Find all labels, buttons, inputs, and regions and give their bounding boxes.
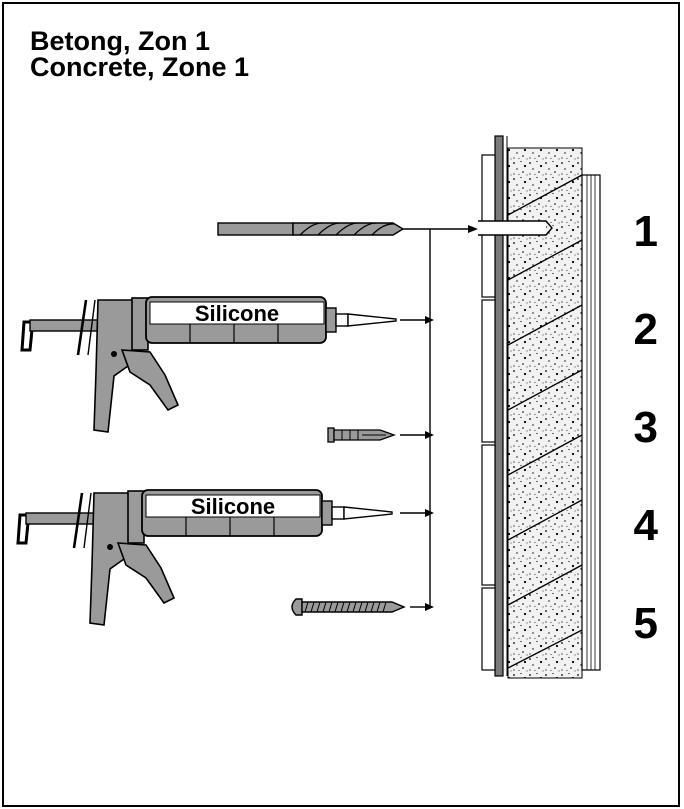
backing-board: [581, 174, 601, 671]
page-title: Betong, Zon 1 Concrete, Zone 1: [30, 26, 250, 82]
wall-plug-icon: [327, 427, 396, 443]
cartridge-label: Silicone: [195, 301, 279, 326]
membrane-layer: [494, 135, 508, 677]
drill-bit-icon: [217, 222, 405, 236]
silicone-gun-icon-2: [16, 489, 393, 626]
drilled-hole: [478, 220, 553, 236]
title-line-swedish: Betong, Zon 1: [30, 26, 210, 56]
connector-arrowheads: [425, 225, 478, 611]
wall-section: [478, 135, 601, 679]
cartridge-label-2: Silicone: [191, 494, 275, 519]
title-line-english: Concrete, Zone 1: [30, 52, 250, 82]
step-number-2: 2: [633, 305, 658, 354]
step-number-4: 4: [633, 501, 658, 550]
step-number-5: 5: [633, 599, 658, 648]
concrete-hatch: [507, 174, 583, 669]
connector-lines: [400, 228, 470, 608]
wall-tiles: [481, 154, 496, 671]
step-number-3: 3: [633, 403, 658, 452]
screw-icon: [291, 598, 406, 616]
silicone-gun-icon: [20, 296, 397, 433]
step-number-1: 1: [633, 207, 658, 256]
